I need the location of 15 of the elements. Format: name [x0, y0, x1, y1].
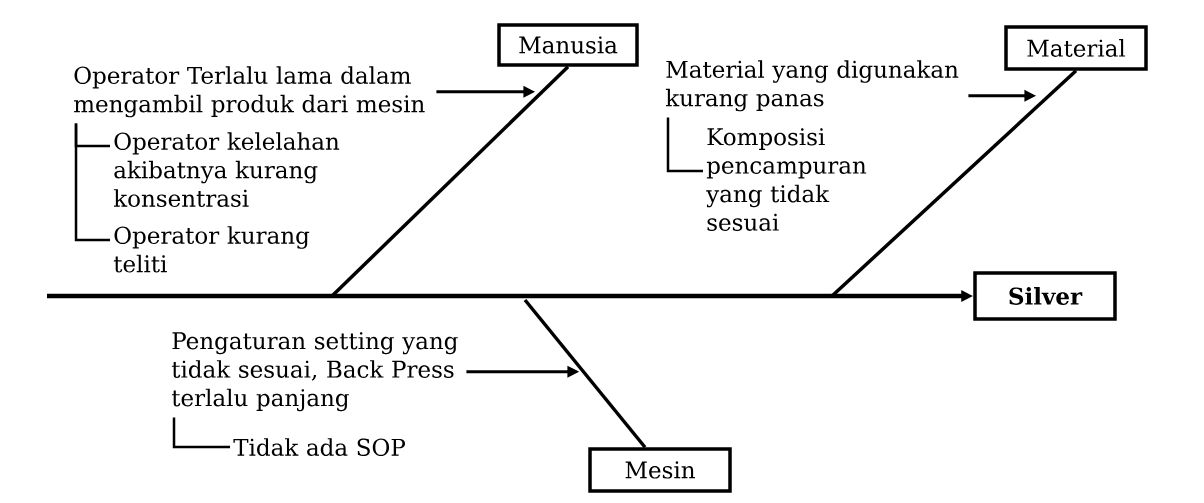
- cause-text: Operator kelelahan akibatnya kurang konsentrasi: [113, 132, 340, 207]
- cause-text: Operator Terlalu lama dalam mengambil produk dari mesin: [74, 66, 425, 118]
- category-box: Silver: [973, 271, 1117, 321]
- cause-text: Operator kurang teliti: [113, 226, 310, 273]
- category-box: Mesin: [588, 447, 732, 493]
- category-box: Manusia: [497, 23, 639, 67]
- bracket-line: [666, 117, 703, 173]
- cause-text: Material yang digunakan kurang panas: [665, 60, 959, 112]
- bracket-line: [74, 123, 110, 242]
- cause-text: Komposisi pencampuran yang tidak sesuai: [706, 128, 867, 231]
- category-box: Material: [1004, 25, 1148, 71]
- cause-text: Pengaturan setting yang tidak sesuai, Back Press terlalu panjang: [171, 332, 458, 412]
- bone-line: [523, 298, 647, 449]
- cause-text: Tidak ada SOP: [233, 438, 405, 456]
- bracket-line: [172, 417, 230, 449]
